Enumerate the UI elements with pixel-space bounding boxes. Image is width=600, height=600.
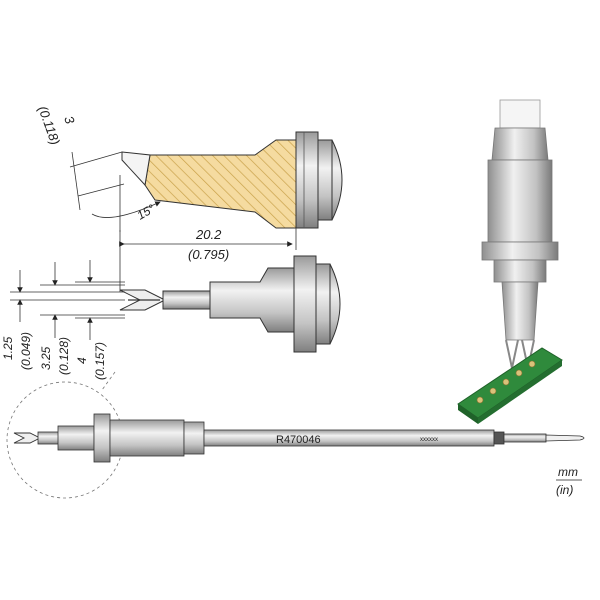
pcb-pin — [528, 360, 536, 368]
dim-20-in: (0.795) — [188, 247, 229, 262]
gap2-mm: 3.25 — [39, 346, 53, 370]
side-collar-1 — [293, 255, 317, 353]
gap2-in: (0.128) — [57, 337, 71, 375]
gap1-mm: 1.25 — [1, 336, 15, 360]
side-collar-2 — [315, 263, 331, 345]
render-top-cap — [499, 99, 541, 129]
cartridge-end — [503, 433, 547, 443]
tip-section-hatch — [144, 139, 299, 229]
tip-blade — [121, 151, 151, 187]
cartridge-tube — [203, 429, 495, 447]
cartridge-serial: xxxxxx — [420, 437, 438, 443]
dim-3-mm: 3 — [61, 114, 78, 127]
render-shank — [501, 281, 539, 341]
pcb-pin — [489, 387, 497, 395]
cartridge-band — [493, 431, 505, 445]
units-legend: mm (in) — [556, 465, 582, 497]
units-imperial: (in) — [556, 483, 573, 497]
cartridge-pin — [545, 434, 585, 442]
pcb-board-edge — [458, 404, 478, 424]
product-render — [457, 99, 563, 424]
cartridge-neck — [37, 431, 61, 445]
dim-3-line — [71, 151, 81, 211]
dim-3-ext1 — [69, 151, 123, 168]
dim-20-mm: 20.2 — [195, 227, 222, 242]
tip-shaft — [162, 290, 214, 310]
angle-arc — [91, 201, 161, 218]
collar-cap — [331, 139, 343, 221]
pcb-pin — [502, 378, 510, 386]
pcb-pin — [515, 369, 523, 377]
render-flange — [481, 241, 559, 261]
render-hex-nut — [491, 127, 549, 161]
cartridge-body — [57, 425, 95, 451]
cartridge-collar — [93, 413, 111, 463]
gap1-in: (0.049) — [19, 332, 33, 370]
cartridge-tip — [13, 432, 42, 444]
section-view: 3 (0.118) 15° 20.2 (0.795) — [35, 104, 343, 292]
pcb-pin — [476, 396, 484, 404]
pcb-board-side — [478, 360, 562, 424]
tip-body — [209, 267, 297, 333]
cartridge-model: R470046 — [276, 434, 321, 446]
detail-leader — [101, 371, 116, 391]
full-cartridge-view: R470046 xxxxxx — [6, 371, 585, 499]
dim-3-ext2 — [77, 183, 125, 197]
units-metric: mm — [558, 465, 578, 479]
pcb-pins — [476, 360, 536, 404]
render-upper-body — [487, 159, 553, 243]
collar-ring-1 — [295, 131, 319, 229]
render-lower-sleeve — [493, 259, 547, 283]
dim-3-in: (0.118) — [35, 104, 63, 147]
gap3-mm: 4 — [75, 357, 89, 364]
collar-ring-2 — [317, 139, 333, 221]
side-collar-cap — [329, 263, 341, 345]
gap3-in: (0.157) — [93, 342, 107, 380]
side-view: 1.25 (0.049) 3.25 (0.128) 4 (0.157) — [1, 255, 341, 380]
cartridge-sleeve — [109, 419, 185, 457]
cartridge-ring — [183, 421, 205, 455]
